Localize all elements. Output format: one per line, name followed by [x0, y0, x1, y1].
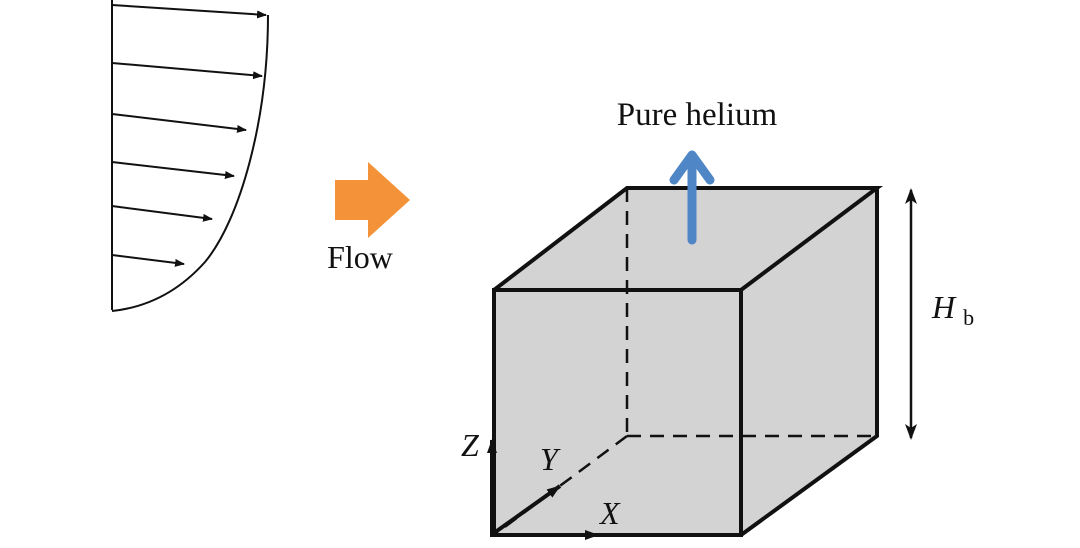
- cube-box: [492, 186, 883, 537]
- helium-outflow-arrow-icon: [669, 150, 715, 245]
- y-axis-label: Y: [540, 441, 561, 477]
- y-axis-arrow: [492, 484, 562, 535]
- x-axis-label: X: [598, 495, 621, 531]
- height-label: H b: [931, 289, 974, 330]
- height-symbol: H: [931, 289, 957, 325]
- flow-label: Flow: [327, 239, 393, 275]
- pure-helium-label: Pure helium: [617, 97, 778, 133]
- velocity-arrow: [111, 161, 235, 179]
- cube-top-outline: [492, 186, 883, 292]
- velocity-arrow: [111, 62, 263, 80]
- cube-right-outline: [739, 188, 879, 537]
- cube-front-face: [494, 290, 741, 535]
- velocity-profile: [111, 0, 269, 312]
- velocity-arrow: [111, 205, 213, 222]
- velocity-arrow: [111, 4, 267, 19]
- velocity-arrow: [111, 113, 247, 133]
- cube-right-face: [741, 188, 877, 535]
- z-axis-label: Z: [461, 427, 480, 463]
- profile-curve: [111, 14, 269, 312]
- cube-top-face: [494, 188, 877, 290]
- flow-arrow-icon: [335, 162, 410, 238]
- velocity-arrow: [111, 254, 185, 267]
- height-subscript: b: [963, 305, 974, 330]
- coordinate-axes: [487, 439, 599, 540]
